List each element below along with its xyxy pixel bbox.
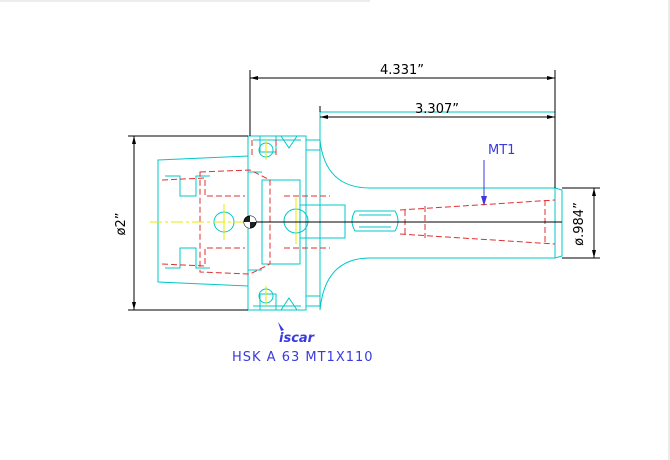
flange-diameter-label: ø2” [114, 213, 129, 236]
model-caption: HSK A 63 MT1X110 [232, 350, 374, 365]
adapter-top-profile [319, 111, 556, 189]
morse-taper-bore [399, 199, 556, 245]
tool-outline [157, 111, 563, 311]
taper-callout-label: MT1 [488, 143, 515, 158]
v-groove [280, 135, 298, 311]
hidden-lines [161, 140, 556, 275]
iscar-logo: iscar [278, 322, 316, 346]
nose-end [554, 187, 563, 259]
center-lines [150, 140, 297, 306]
taper-callout-arrow [481, 196, 487, 206]
dimension-lines [128, 70, 600, 311]
drive-slot-bottom [259, 293, 277, 310]
ejector-pocket [351, 210, 399, 232]
flange-outline [247, 135, 307, 311]
dimension-arrows [132, 76, 596, 310]
overall-length-label: 4.331” [380, 63, 424, 78]
nose-diameter-label: ø.984” [572, 202, 587, 246]
gauge-length-label: 3.307” [415, 102, 459, 117]
adapter-bottom-profile [319, 188, 556, 311]
svg-text:iscar: iscar [279, 331, 316, 346]
